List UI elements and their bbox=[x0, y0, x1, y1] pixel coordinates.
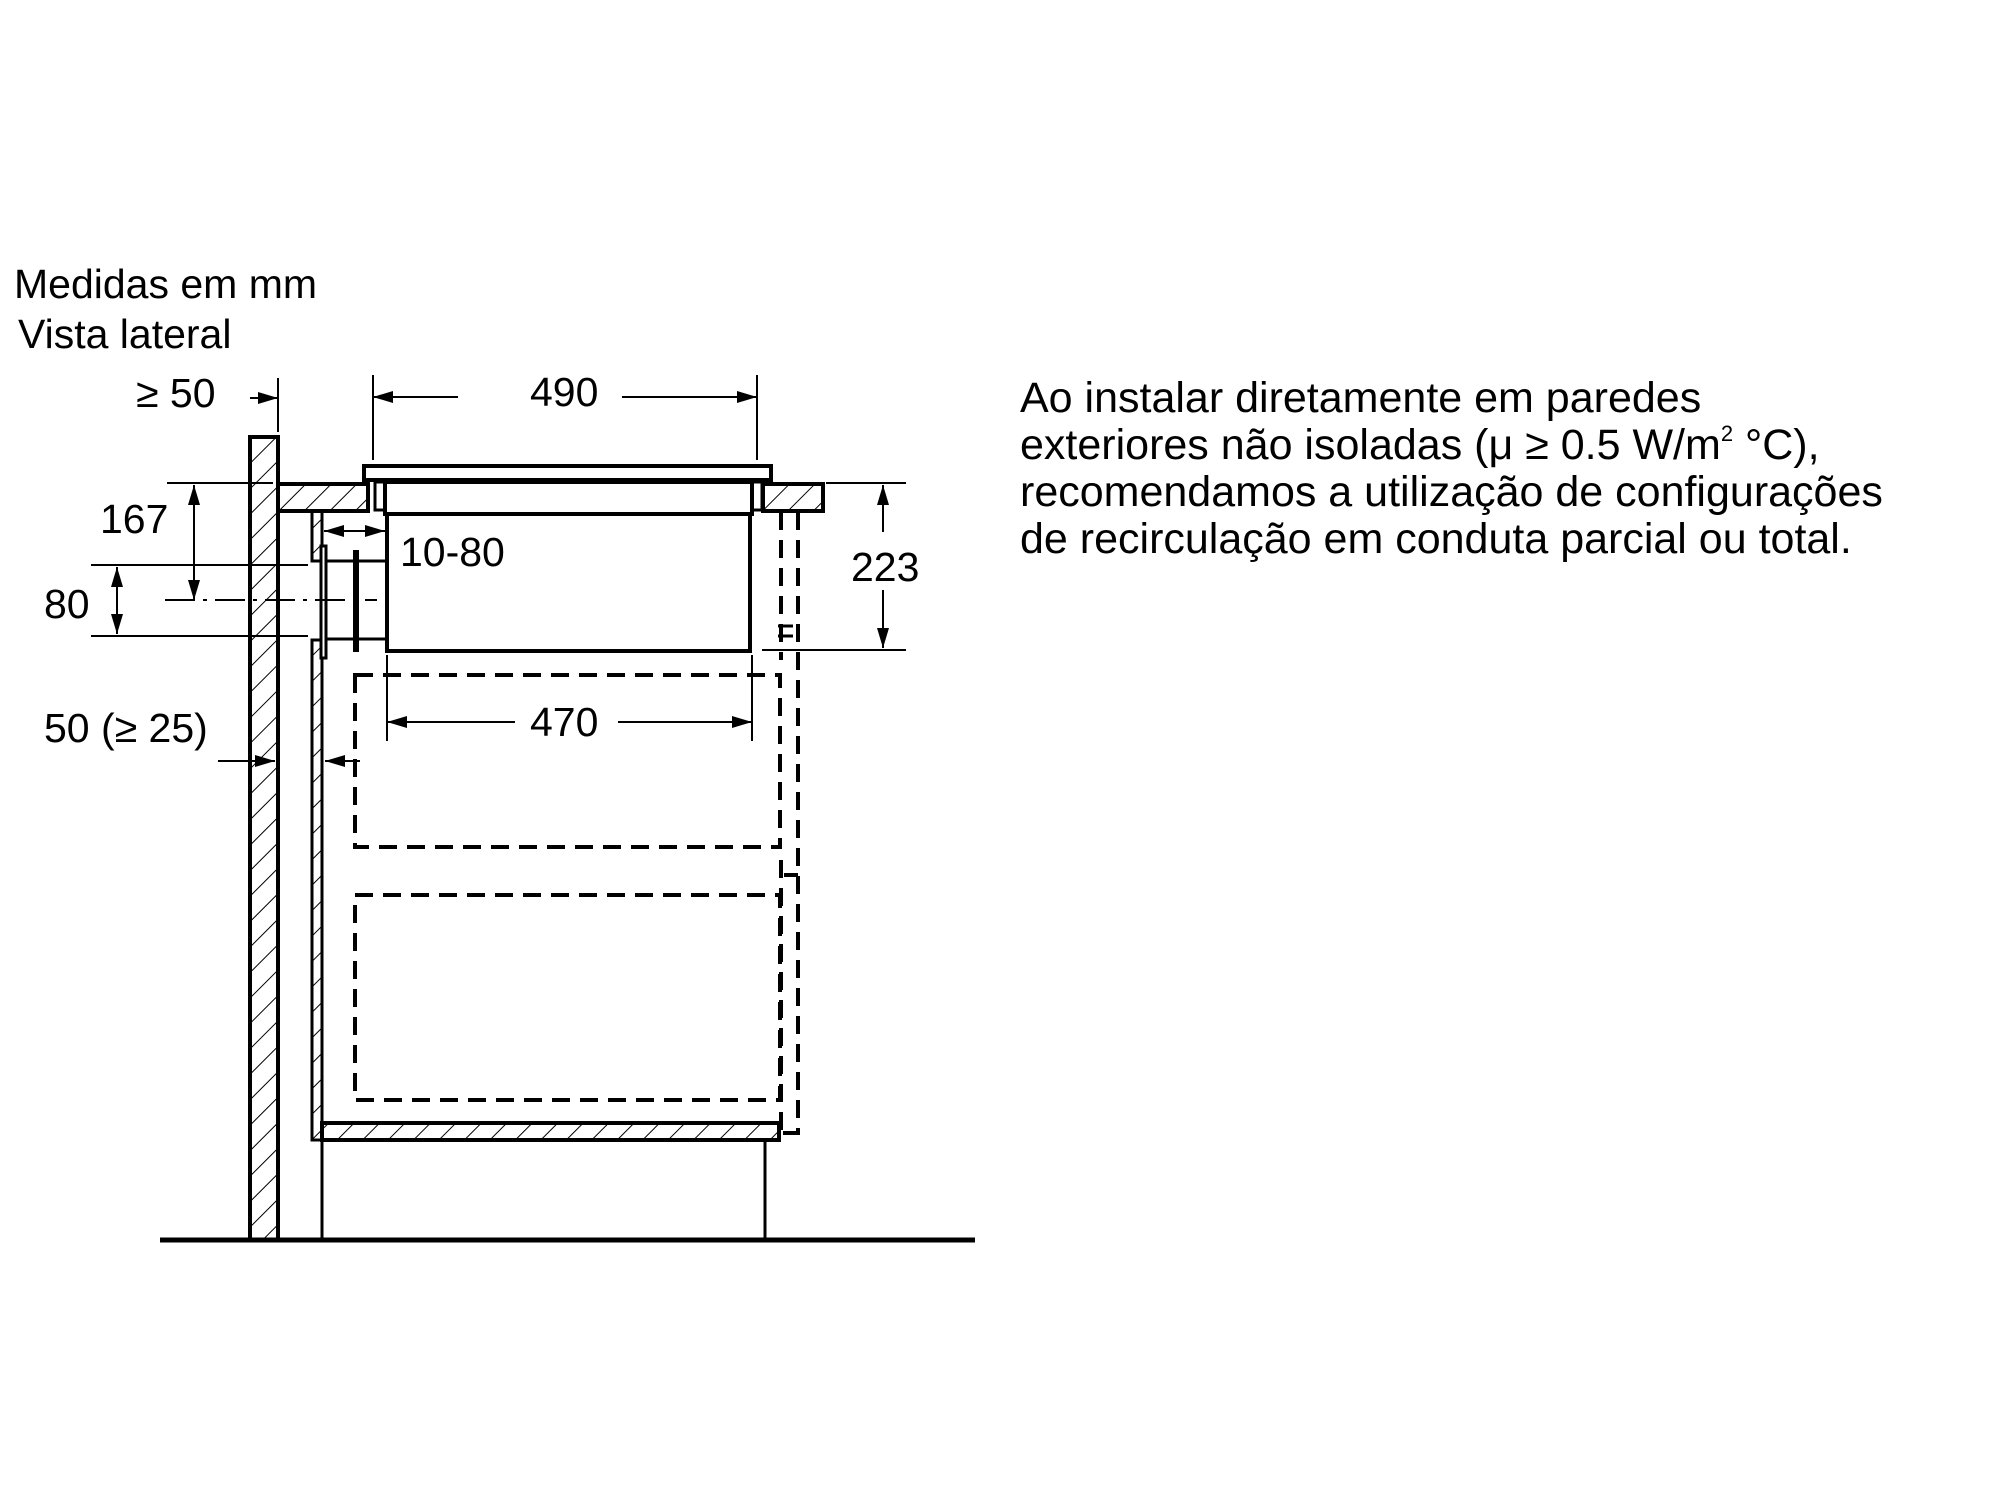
dim-duct-adjust: 10-80 bbox=[400, 529, 505, 575]
note-line-2: exteriores não isoladas (μ ≥ 0.5 W/m2 °C… bbox=[1020, 422, 1883, 469]
dim-back-gap: 50 (≥ 25) bbox=[44, 705, 208, 751]
dim-wall-clearance-top: ≥ 50 bbox=[136, 370, 216, 416]
note-line-4: de recirculação em conduta parcial ou to… bbox=[1020, 515, 1852, 563]
note-superscript: 2 bbox=[1720, 421, 1734, 446]
dim-inner-width-470: 470 bbox=[530, 699, 599, 745]
cabinet-bottom-shelf bbox=[320, 1121, 781, 1142]
hob-glass bbox=[362, 464, 773, 482]
units-label: Medidas em mm bbox=[14, 261, 318, 307]
note-line-3: recomendamos a utilização de configuraçõ… bbox=[1020, 468, 1883, 516]
wall bbox=[248, 435, 280, 1242]
dim-height-167: 167 bbox=[100, 496, 169, 542]
cabinet-back-panel bbox=[310, 638, 324, 1142]
hob-extractor-box bbox=[385, 512, 752, 653]
note-line-2-end: °C), bbox=[1733, 421, 1820, 469]
cabinet-back-panel-top bbox=[310, 509, 324, 563]
note-line-1: Ao instalar diretamente em paredes bbox=[1020, 374, 1702, 422]
hob-upper-body bbox=[383, 480, 754, 516]
dim-depth-223: 223 bbox=[851, 544, 920, 590]
view-label: Vista lateral bbox=[18, 311, 232, 357]
installation-note: Ao instalar diretamente em paredes exter… bbox=[1020, 375, 1883, 563]
duct-flange bbox=[319, 544, 328, 660]
dim-width-490: 490 bbox=[530, 369, 599, 415]
worktop-left bbox=[276, 482, 370, 513]
dim-duct-height-80: 80 bbox=[44, 581, 90, 627]
worktop-right bbox=[761, 482, 825, 513]
note-line-2-text: exteriores não isoladas (μ ≥ 0.5 W/m bbox=[1020, 421, 1721, 469]
